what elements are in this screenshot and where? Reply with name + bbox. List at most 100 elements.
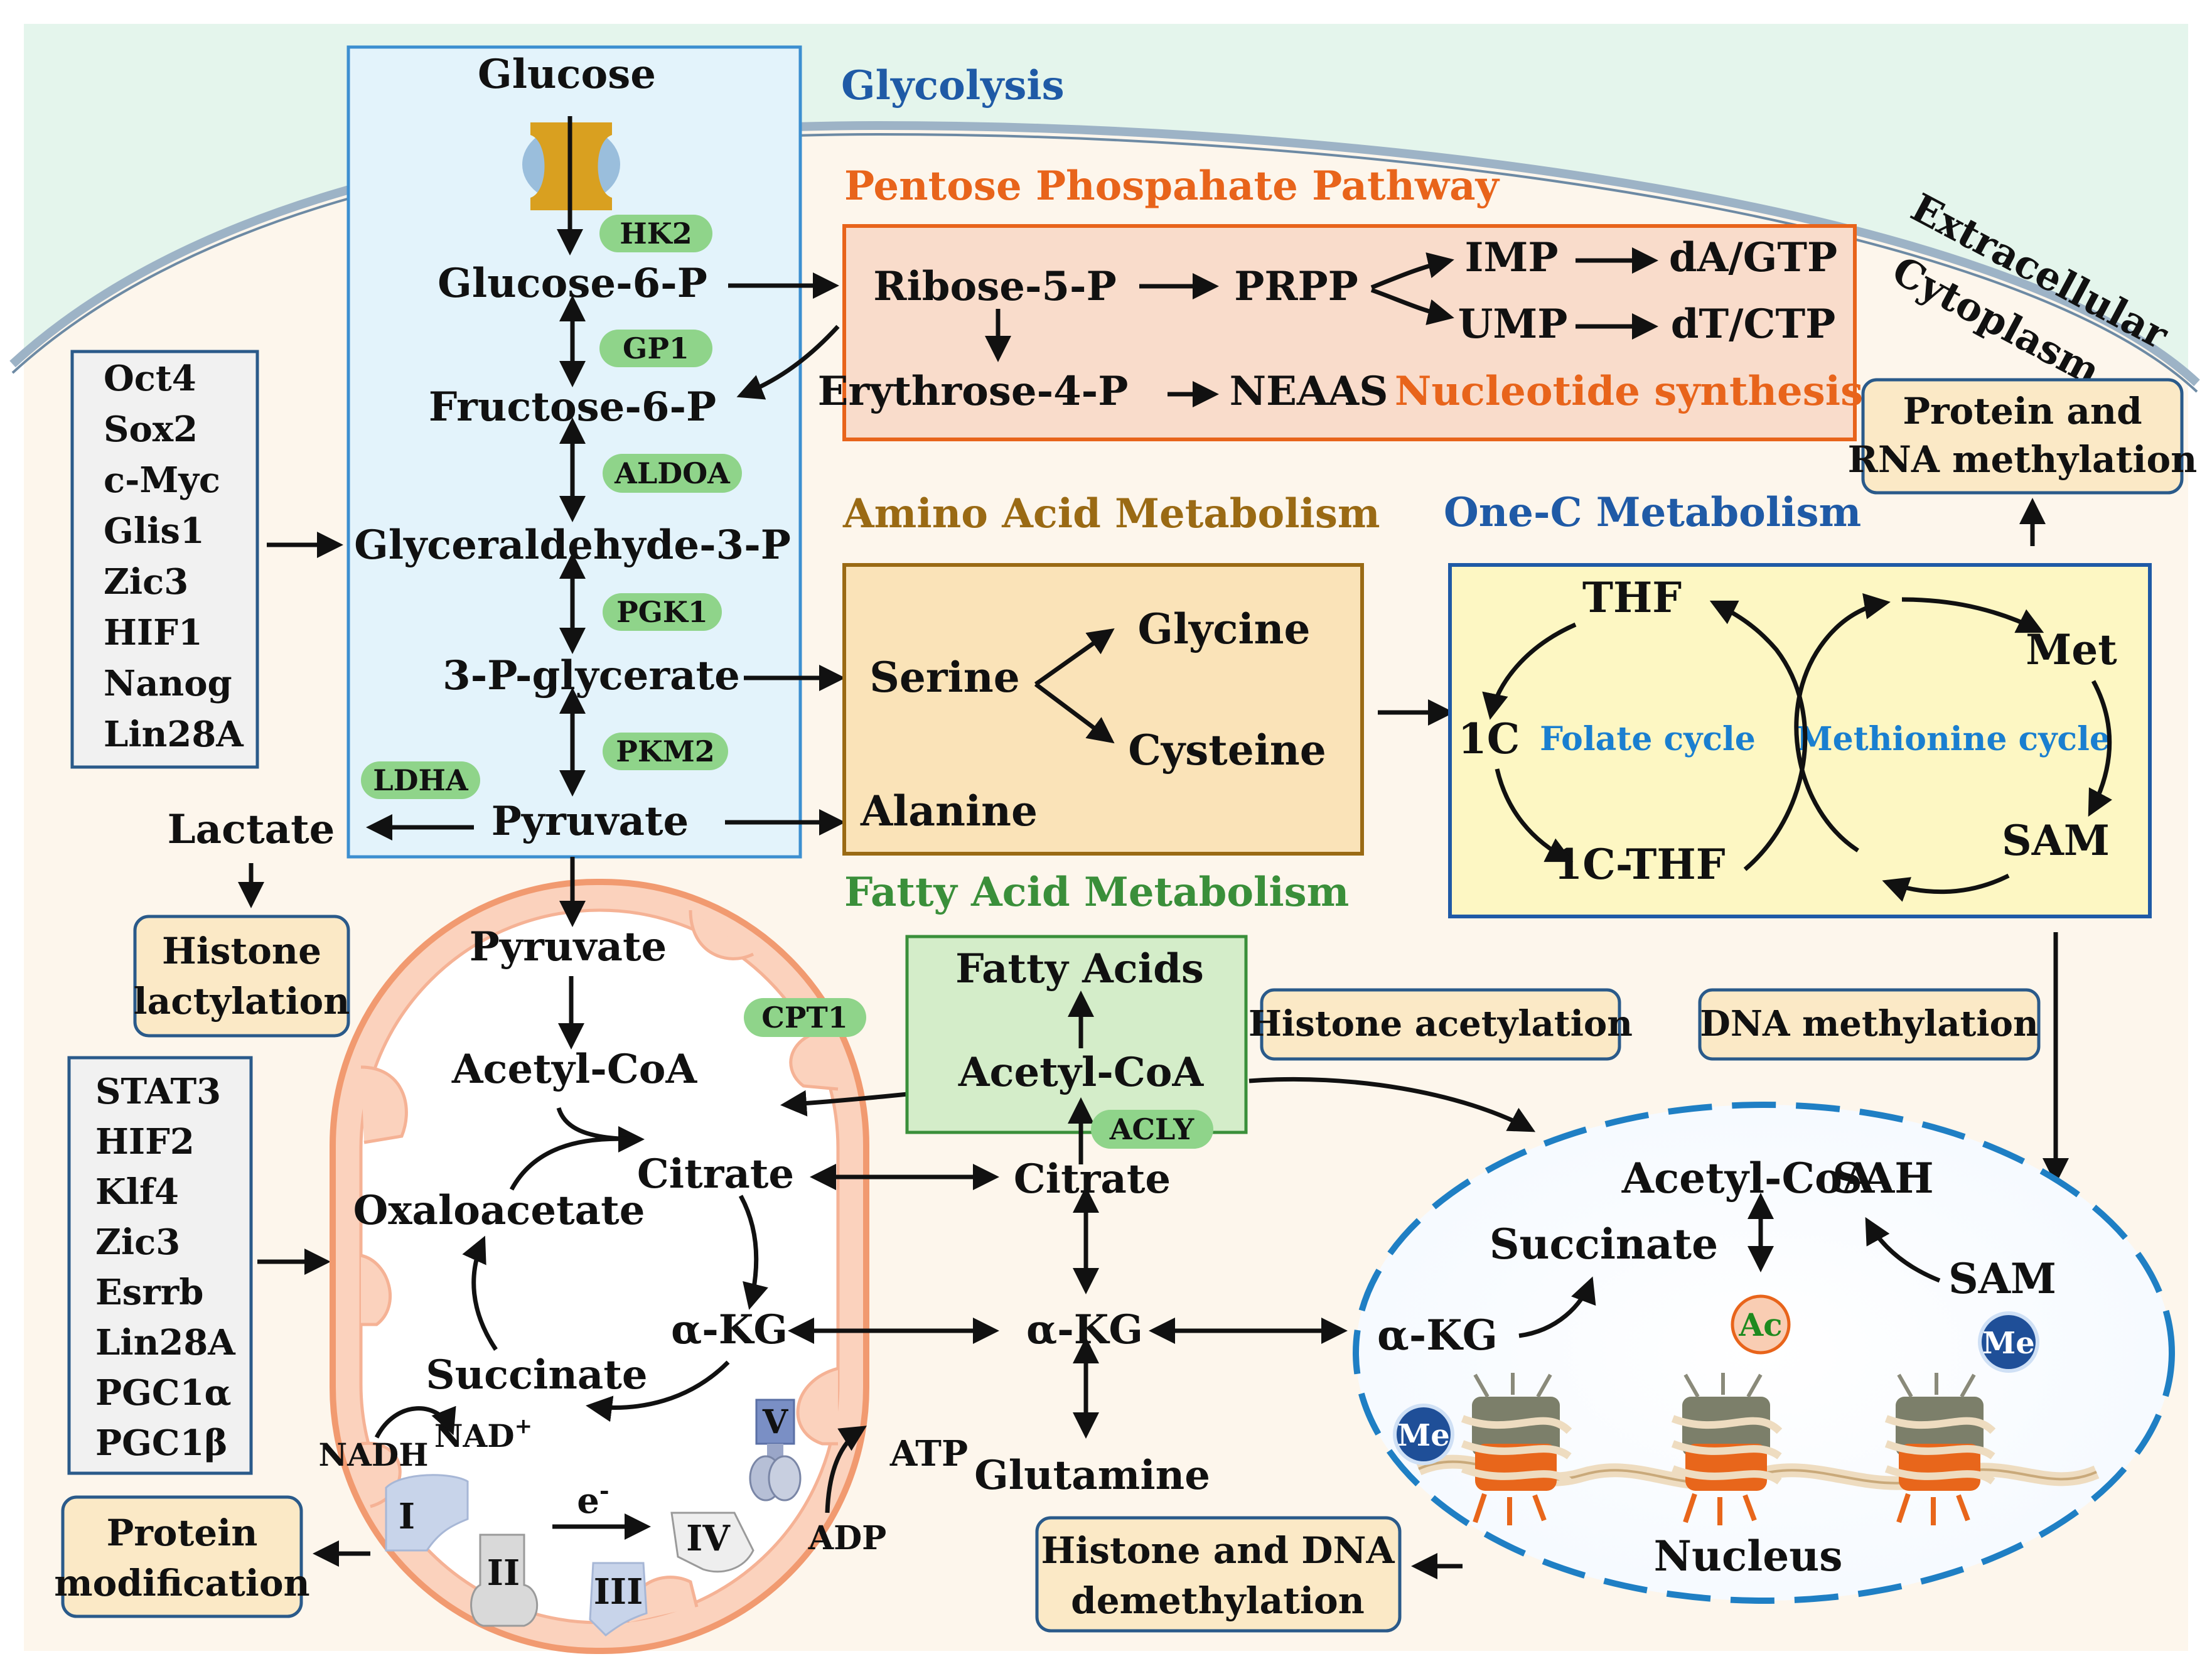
alanine-label: Alanine — [860, 787, 1038, 835]
da-gtp-label: dA/GTP — [1669, 234, 1837, 281]
3-p-glycerate-label: 3-P-glycerate — [443, 652, 740, 699]
factors-bottom-box: STAT3 HIF2 Klf4 Zic3 Esrrb Lin28A PGC1α … — [67, 1056, 253, 1475]
one-c-title: One-C Metabolism — [1444, 489, 1861, 536]
svg-text:LDHA: LDHA — [373, 763, 469, 797]
svg-text:Zic3: Zic3 — [95, 1222, 180, 1263]
acetyl-mark-icon: Ac — [1731, 1294, 1791, 1355]
svg-text:Sox2: Sox2 — [104, 409, 198, 450]
arrow-1cthf-thf — [1709, 600, 1808, 871]
glyceraldehyde-3-p-label: Glyceraldehyde-3-P — [354, 522, 791, 569]
imp-label: IMP — [1465, 234, 1559, 281]
arrow-nadh-nad — [374, 1405, 456, 1439]
mito-succinate-label: Succinate — [426, 1351, 647, 1399]
dna-methylation-box: DNA methylation — [1698, 988, 2041, 1061]
histone-lactylation-box: Histone lactylation — [133, 915, 350, 1038]
svg-text:PKM2: PKM2 — [616, 734, 715, 768]
svg-text:V: V — [762, 1403, 789, 1441]
arrow-met-sam — [2088, 680, 2112, 817]
arrow-adp-atp — [825, 1426, 867, 1513]
fatty-acids-label: Fatty Acids — [955, 945, 1204, 992]
serine-label: Serine — [869, 653, 1019, 702]
electron-label: e- — [577, 1476, 609, 1522]
complex-iii-icon: III — [589, 1562, 648, 1636]
1c-label: 1C — [1458, 714, 1520, 763]
svg-text:Protein: Protein — [107, 1512, 258, 1554]
nuc-sah-label: SAH — [1832, 1154, 1933, 1203]
folate-cycle-label: Folate cycle — [1540, 720, 1756, 758]
svg-text:Nanog: Nanog — [104, 663, 232, 704]
svg-text:PGK1: PGK1 — [616, 595, 708, 629]
arrow-prpp-ump — [1370, 287, 1454, 325]
cell-membrane-inner — [11, 132, 2198, 393]
arrow-oaa-citrate — [509, 1136, 635, 1191]
svg-text:Oct4: Oct4 — [104, 358, 196, 399]
cyto-akg-label: α-KG — [1026, 1306, 1143, 1353]
svg-text:Histone and DNA: Histone and DNA — [1041, 1529, 1395, 1572]
arrow-acetylcoa-nucleus — [1248, 1077, 1536, 1132]
complex-i-icon: I — [385, 1474, 469, 1552]
sam-label: SAM — [2002, 816, 2110, 865]
svg-text:ACLY: ACLY — [1109, 1112, 1195, 1146]
complex-ii-icon: II — [470, 1534, 539, 1627]
svg-text:Klf4: Klf4 — [95, 1171, 179, 1213]
svg-text:Me: Me — [1982, 1326, 2035, 1361]
glycolysis-title: Glycolysis — [841, 62, 1065, 109]
svg-text:DNA methylation: DNA methylation — [1700, 1003, 2038, 1045]
fructose-6-p-label: Fructose-6-P — [429, 384, 716, 431]
svg-text:HIF2: HIF2 — [95, 1121, 195, 1163]
nucleosome-3 — [1884, 1373, 1996, 1525]
arrow-serine-cysteine — [1034, 682, 1115, 744]
complex-v-icon: V — [749, 1399, 802, 1501]
svg-text:ALDOA: ALDOA — [614, 456, 731, 490]
svg-text:Histone: Histone — [162, 930, 321, 972]
svg-text:PGC1α: PGC1α — [95, 1372, 232, 1414]
methyl-mark-icon: Me — [1393, 1404, 1454, 1465]
methionine-cycle-label: Methionine cycle — [1796, 720, 2110, 758]
nuc-succinate-label: Succinate — [1490, 1220, 1718, 1269]
nucleosome-1 — [1461, 1373, 1572, 1525]
arrow-sam-back — [1882, 873, 2010, 902]
ump-label: UMP — [1458, 301, 1568, 348]
fatty-acid-title: Fatty Acid Metabolism — [844, 869, 1349, 916]
svg-text:IV: IV — [686, 1518, 731, 1559]
svg-text:Ac: Ac — [1738, 1306, 1782, 1343]
nadh-label: NADH — [318, 1436, 428, 1473]
nucleus-label: Nucleus — [1654, 1532, 1843, 1581]
enzyme-pgk1: PGK1 — [603, 593, 722, 631]
arrow-akg-succinate-nuc — [1518, 1276, 1596, 1338]
pyruvate-label: Pyruvate — [491, 798, 689, 845]
svg-text:c-Myc: c-Myc — [104, 459, 220, 501]
arrow-citrate-akg — [738, 1195, 768, 1310]
histone-acetylation-box: Histone acetylation — [1248, 988, 1633, 1061]
protein-rna-methylation-box: Protein and RNA methylation — [1848, 378, 2197, 495]
ppp-title: Pentose Phospahate Pathway — [844, 163, 1500, 210]
arrow-akg-succinate — [586, 1360, 730, 1422]
glucose-label: Glucose — [478, 51, 656, 98]
oxaloacetate-label: Oxaloacetate — [353, 1187, 645, 1234]
svg-text:I: I — [399, 1496, 415, 1537]
prpp-label: PRPP — [1234, 263, 1358, 310]
enzyme-hk2: HK2 — [599, 215, 712, 252]
svg-text:STAT3: STAT3 — [95, 1071, 221, 1112]
svg-text:II: II — [487, 1552, 520, 1594]
nucleotide-synthesis-label: Nucleotide synthesis — [1395, 368, 1863, 415]
thf-label: THF — [1582, 573, 1682, 622]
arrow-methionine-cycle — [1794, 593, 1891, 852]
erythrose-4-p-label: Erythrose-4-P — [818, 368, 1129, 415]
met-label: Met — [2026, 625, 2117, 674]
svg-text:CPT1: CPT1 — [761, 1001, 847, 1034]
svg-text:Me: Me — [1397, 1418, 1450, 1453]
nuc-akg-label: α-KG — [1377, 1311, 1498, 1360]
svg-text:modification: modification — [54, 1562, 309, 1604]
mito-akg-label: α-KG — [671, 1306, 788, 1353]
svg-text:Lin28A: Lin28A — [95, 1322, 236, 1363]
arrow-to-met — [1901, 597, 2044, 633]
factors-top-box: Oct4 Sox2 c-Myc Glis1 Zic3 HIF1 Nanog Li… — [70, 350, 259, 769]
ribose-5-p-label: Ribose-5-P — [873, 263, 1116, 310]
1c-thf-label: 1C-THF — [1554, 840, 1725, 889]
svg-text:Glis1: Glis1 — [104, 510, 205, 552]
enzyme-ldha: LDHA — [361, 761, 480, 799]
svg-text:HK2: HK2 — [620, 217, 692, 250]
ppp-box — [842, 224, 1857, 441]
